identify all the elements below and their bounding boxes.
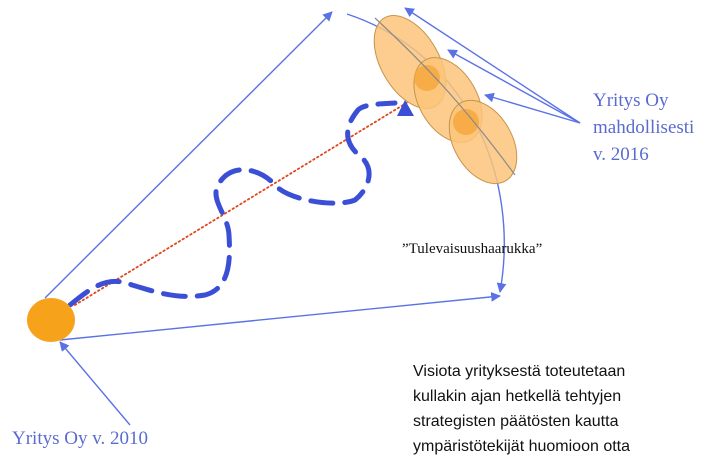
future-path-line — [374, 17, 516, 176]
future-company-label-line1: Yritys Oy — [593, 90, 669, 111]
trend-line — [74, 101, 409, 306]
target-triangle-icon — [397, 100, 414, 116]
label-arrow-top — [404, 7, 581, 124]
future-company-label: Yritys Oy mahdollisesti v. 2016 — [593, 90, 699, 165]
future-overlap-2 — [453, 109, 479, 135]
label-arrow-middle — [447, 49, 581, 124]
future-overlap-1 — [414, 65, 440, 91]
label-arrow-bottom — [484, 92, 581, 124]
future-company-label-line2: mahdollisesti — [593, 117, 694, 138]
vision-text-line1: Visiota yrityksestä toteutetaan — [413, 363, 625, 380]
start-label-arrow — [59, 341, 131, 426]
fork-label: ”Tulevaisuushaarukka” — [402, 241, 542, 257]
start-point-icon — [27, 298, 75, 342]
future-company-label-line3: v. 2016 — [593, 144, 649, 165]
company-2010-label: Yritys Oy v. 2010 — [12, 428, 148, 449]
vision-text: Visiota yrityksestä toteutetaan kullakin… — [413, 363, 630, 455]
fork-upper-arrow — [44, 11, 333, 299]
future-company-ellipses — [373, 15, 518, 185]
actual-path — [67, 100, 398, 308]
vision-text-line2: kullakin ajan hetkellä tehtyjen — [413, 388, 621, 405]
fork-lower-arrow — [59, 292, 501, 341]
vision-text-line3: strategisten päätösten kautta — [413, 413, 619, 430]
vision-text-line4: ympäristötekijät huomioon otta — [413, 438, 630, 455]
